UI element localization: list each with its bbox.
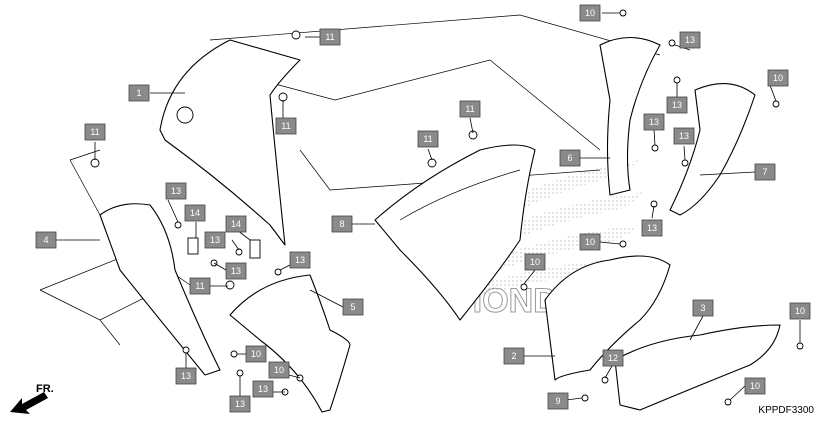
part-7-rear-panel (669, 83, 756, 216)
callout-11: 11 (417, 130, 439, 148)
svg-text:10: 10 (585, 8, 595, 18)
svg-text:11: 11 (423, 134, 432, 144)
part-1-upper-cowl (159, 39, 301, 246)
svg-text:13: 13 (258, 384, 268, 394)
callout-13: 13 (204, 231, 226, 249)
svg-text:4: 4 (43, 235, 48, 245)
callout-14: 14 (225, 215, 247, 233)
callout-11: 11 (189, 277, 211, 295)
callout-13: 13 (679, 31, 701, 49)
callout-2: 2 (503, 347, 525, 365)
callout-6: 6 (559, 149, 581, 167)
svg-text:13: 13 (679, 131, 689, 141)
svg-text:2: 2 (511, 351, 516, 361)
svg-text:7: 7 (762, 167, 767, 177)
svg-text:9: 9 (555, 396, 560, 406)
front-direction-arrow: FR. (10, 383, 54, 414)
svg-text:8: 8 (339, 219, 344, 229)
svg-text:10: 10 (251, 349, 261, 359)
callout-11: 11 (275, 117, 297, 135)
cowl-hole (176, 106, 194, 124)
callout-8: 8 (331, 215, 353, 233)
callout-10: 10 (579, 4, 601, 22)
callout-4: 4 (35, 231, 57, 249)
svg-text:10: 10 (585, 237, 595, 247)
callout-13: 13 (643, 113, 665, 131)
svg-text:13: 13 (231, 266, 241, 276)
callout-10: 10 (579, 233, 601, 251)
callout-13: 13 (666, 96, 688, 114)
part-2-lower-cowl (544, 255, 671, 381)
callout-10: 10 (744, 377, 766, 395)
callout-13: 13 (225, 262, 247, 280)
svg-text:6: 6 (567, 153, 572, 163)
callout-10: 10 (789, 302, 811, 320)
callout-10: 10 (268, 361, 290, 379)
callout-10: 10 (245, 345, 267, 363)
callout-13: 13 (289, 251, 311, 269)
callout-13: 13 (175, 367, 197, 385)
svg-text:10: 10 (773, 73, 783, 83)
svg-text:13: 13 (649, 117, 659, 127)
svg-text:11: 11 (90, 127, 99, 137)
callout-13: 13 (165, 182, 187, 200)
svg-text:10: 10 (750, 381, 760, 391)
svg-text:12: 12 (608, 353, 618, 363)
callout-13: 13 (252, 380, 274, 398)
callout-10: 10 (767, 69, 789, 87)
callout-3: 3 (692, 299, 714, 317)
callout-11: 11 (319, 28, 341, 46)
svg-text:13: 13 (647, 223, 657, 233)
svg-text:14: 14 (231, 219, 241, 229)
callout-1: 1 (128, 84, 150, 102)
svg-text:11: 11 (281, 121, 290, 131)
svg-text:14: 14 (190, 208, 200, 218)
part-4-inner-panel (99, 203, 221, 376)
part-5-middle-cowl (229, 274, 351, 413)
callout-13: 13 (673, 127, 695, 145)
svg-text:10: 10 (274, 365, 284, 375)
svg-text:10: 10 (530, 257, 540, 267)
svg-text:13: 13 (210, 235, 220, 245)
svg-text:11: 11 (325, 32, 334, 42)
svg-text:13: 13 (295, 255, 305, 265)
svg-text:13: 13 (685, 35, 695, 45)
svg-text:11: 11 (195, 281, 204, 291)
svg-text:5: 5 (350, 302, 355, 312)
part-8-tank-cover (374, 144, 536, 321)
svg-text:11: 11 (465, 104, 474, 114)
callout-13: 13 (229, 395, 251, 413)
svg-text:13: 13 (171, 186, 181, 196)
callout-13: 13 (641, 219, 663, 237)
callout-7: 7 (754, 163, 776, 181)
svg-text:10: 10 (795, 306, 805, 316)
callout-10: 10 (524, 253, 546, 271)
fr-label: FR. (36, 383, 54, 395)
svg-text:1: 1 (136, 88, 141, 98)
part-3-under-cowl (614, 324, 781, 411)
svg-text:3: 3 (700, 303, 705, 313)
callout-11: 11 (84, 123, 106, 141)
diagram-code: KPPDF3300 (758, 405, 814, 416)
svg-text:13: 13 (672, 100, 682, 110)
tank-cover-line (399, 169, 521, 221)
callout-5: 5 (342, 298, 364, 316)
callout-14: 14 (184, 204, 206, 222)
callout-9: 9 (547, 392, 569, 410)
callout-11: 11 (459, 100, 481, 118)
svg-text:13: 13 (235, 399, 245, 409)
leader-lines (56, 12, 801, 401)
callout-12: 12 (602, 349, 624, 367)
svg-text:13: 13 (181, 371, 191, 381)
